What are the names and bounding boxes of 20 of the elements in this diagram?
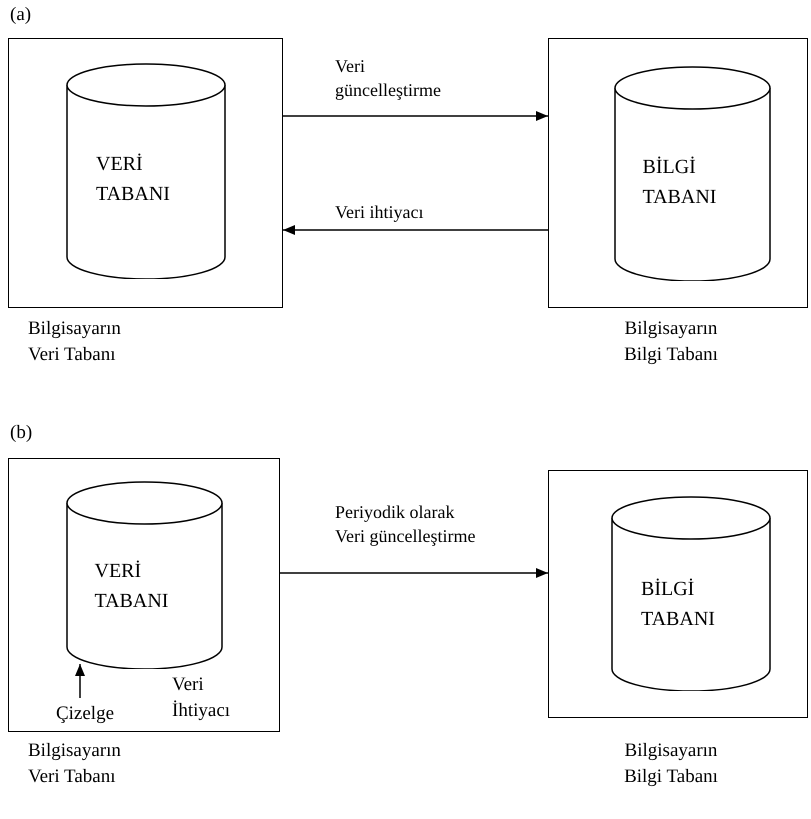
arrow [280, 568, 548, 578]
arrow [75, 664, 85, 698]
computer-box [548, 470, 808, 718]
computer-caption: Bilgisayarın Bilgi Tabanı [623, 317, 719, 367]
database-label: BİLGİ TABANI [641, 577, 716, 632]
database-label: BİLGİ TABANI [642, 155, 718, 210]
node-text: Çizelge [41, 701, 129, 727]
computer-caption: Bilgisayarın Veri Tabanı [28, 739, 122, 789]
computer-box [8, 458, 280, 732]
note-text: Veri İhtiyacı [172, 673, 232, 723]
computer-caption: Bilgisayarın Veri Tabanı [28, 317, 122, 367]
panel-label: (a) [10, 3, 32, 27]
database-label: VERİ TABANI [94, 559, 170, 614]
panel-label: (b) [10, 421, 34, 445]
arrow [283, 225, 548, 235]
computer-box [8, 38, 283, 308]
database-label: VERİ TABANI [96, 152, 171, 208]
computer-box [548, 38, 808, 308]
computer-caption: Bilgisayarın Bilgi Tabanı [623, 739, 719, 789]
arrow [283, 111, 548, 121]
